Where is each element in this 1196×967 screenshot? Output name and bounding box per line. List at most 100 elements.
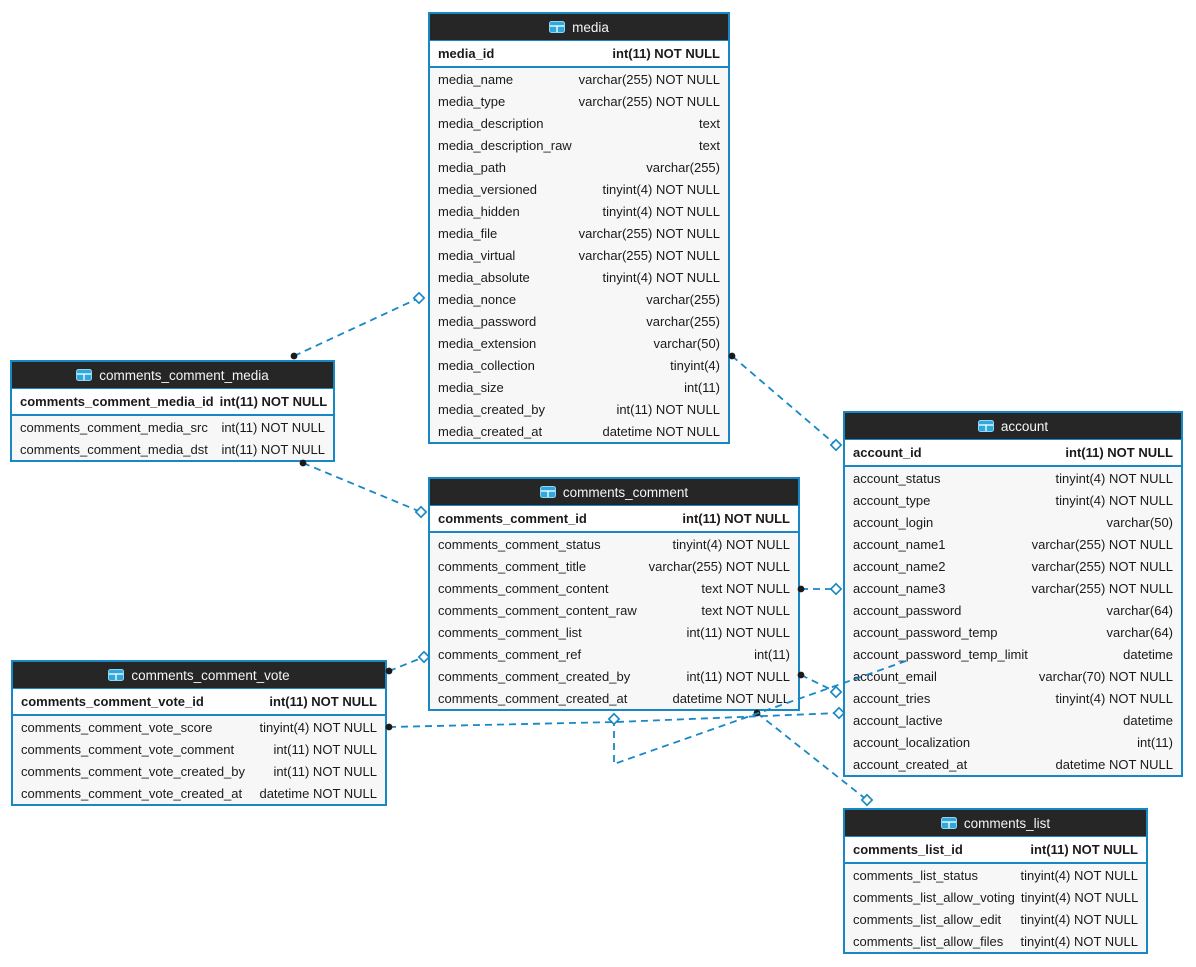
column-type: tinyint(4) NOT NULL xyxy=(602,269,720,285)
column-type: varchar(255) NOT NULL xyxy=(1031,536,1173,552)
column-type: varchar(255) NOT NULL xyxy=(1031,558,1173,574)
table-header-account[interactable]: account xyxy=(845,413,1181,440)
column-name: media_nonce xyxy=(438,291,517,307)
table-header-media[interactable]: media xyxy=(430,14,728,41)
column-type: varchar(255) xyxy=(646,313,720,329)
column-type: tinyint(4) NOT NULL xyxy=(602,181,720,197)
column-name: comments_comment_created_at xyxy=(438,690,628,706)
table-row[interactable]: comments_list_allow_files tinyint(4) NOT … xyxy=(845,930,1146,952)
column-name: comments_list_id xyxy=(853,842,963,857)
table-header-comments_comment_media[interactable]: comments_comment_media xyxy=(12,362,333,389)
column-name: account_id xyxy=(853,445,922,460)
table-title: comments_list xyxy=(963,815,1051,831)
column-name: comments_comment_content_raw xyxy=(438,602,637,618)
column-name: account_status xyxy=(853,470,941,486)
column-type: tinyint(4) NOT NULL xyxy=(672,536,790,552)
column-name: media_absolute xyxy=(438,269,530,285)
table-header-comments_list[interactable]: comments_list xyxy=(845,810,1146,837)
column-type: int(11) NOT NULL xyxy=(273,763,377,779)
column-name: comments_comment_id xyxy=(438,511,587,526)
table-row[interactable]: comments_comment_title varchar(255) NOT N… xyxy=(430,555,798,577)
column-type: int(11) xyxy=(1137,734,1173,750)
column-type: varchar(50) xyxy=(653,335,720,351)
column-name: comments_comment_content xyxy=(438,580,609,596)
table-row[interactable]: comments_comment_list int(11) NOT NULL xyxy=(430,621,798,643)
column-type: int(11) NOT NULL xyxy=(269,694,377,709)
column-type: int(11) NOT NULL xyxy=(686,624,790,640)
column-type: datetime NOT NULL xyxy=(602,423,720,439)
column-type: tinyint(4) NOT NULL xyxy=(1020,933,1138,949)
column-type: varchar(50) xyxy=(1106,514,1173,530)
column-name: account_created_at xyxy=(853,756,968,772)
column-name: comments_comment_list xyxy=(438,624,582,640)
column-name: media_description xyxy=(438,115,544,131)
column-name: media_description_raw xyxy=(438,137,572,153)
column-name: media_id xyxy=(438,46,495,61)
column-name: media_name xyxy=(438,71,514,87)
table-header-comments_comment_vote[interactable]: comments_comment_vote xyxy=(13,662,385,689)
column-name: comments_comment_title xyxy=(438,558,587,574)
column-type: varchar(255) NOT NULL xyxy=(648,558,790,574)
table-row[interactable]: media_absolute tinyint(4) NOT NULL xyxy=(430,266,728,288)
table-header-comments_comment[interactable]: comments_comment xyxy=(430,479,798,506)
column-name: comments_list_allow_files xyxy=(853,933,1004,949)
